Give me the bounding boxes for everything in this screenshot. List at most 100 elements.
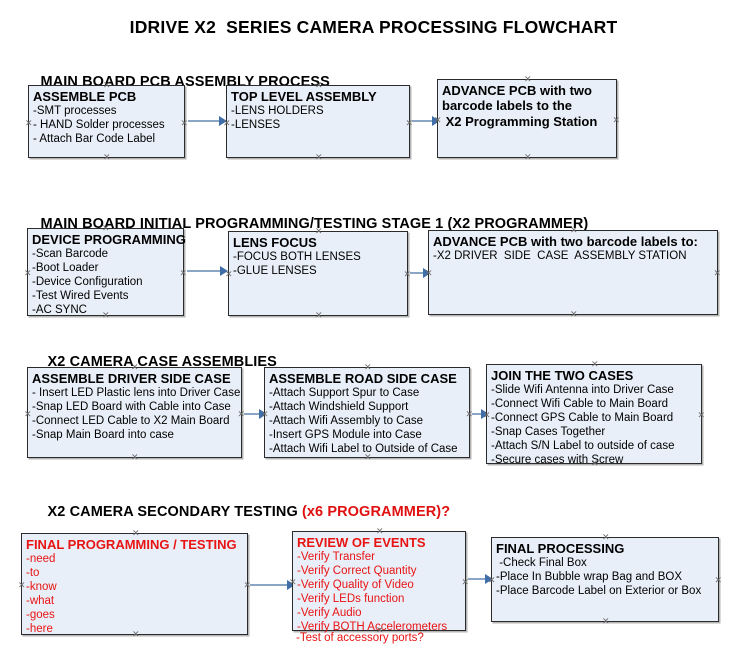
connector-handle-icon[interactable]: ✕ <box>315 226 323 236</box>
connector-handle-icon[interactable]: ✕ <box>376 526 384 536</box>
connector-handle-icon[interactable]: ✕ <box>261 409 269 419</box>
arrow-head-icon <box>423 268 431 278</box>
section-heading-x2-camera-case-assemblies: X2 CAMERA CASE ASSEMBLIES <box>31 338 277 386</box>
connector-handle-icon[interactable]: ✕ <box>591 458 599 468</box>
connector-handle-icon[interactable]: ✕ <box>602 616 610 626</box>
connector-handle-icon[interactable]: ✕ <box>403 269 411 279</box>
connector-handle-icon[interactable]: ✕ <box>179 268 187 278</box>
connector-handle-icon[interactable]: ✕ <box>713 268 721 278</box>
connector-handle-icon[interactable]: ✕ <box>570 309 578 319</box>
node-line: -Scan Barcode <box>32 248 109 260</box>
connector-handle-icon[interactable]: ✕ <box>524 74 532 84</box>
node-title: TOP LEVEL ASSEMBLY <box>231 89 377 104</box>
node-line: -goes <box>26 609 55 621</box>
node-title: LENS FOCUS <box>233 235 317 250</box>
connector-handle-icon[interactable]: ✕ <box>103 152 111 162</box>
connector-handle-icon[interactable]: ✕ <box>405 118 413 128</box>
node-line: -Insert GPS Module into Case <box>269 429 422 441</box>
node-line: -Verify Correct Quantity <box>297 565 417 577</box>
connector-handle-icon[interactable]: ✕ <box>103 80 111 90</box>
connector-handle-icon[interactable]: ✕ <box>364 452 372 462</box>
connector-handle-icon[interactable]: ✕ <box>364 362 372 372</box>
node-line: -Verify Quality of Video <box>297 579 414 591</box>
connector-handle-icon[interactable]: ✕ <box>289 577 297 587</box>
node-title: ADVANCE PCB with two barcode labels to: <box>433 234 698 249</box>
node-assemble-road-side-case[interactable]: ASSEMBLE ROAD SIDE CASE -Attach Support … <box>261 363 473 462</box>
connector-handle-icon[interactable]: ✕ <box>18 580 26 590</box>
arrow-head-icon <box>432 116 440 126</box>
connector-handle-icon[interactable]: ✕ <box>315 310 323 320</box>
node-line: -need <box>26 553 56 565</box>
node-join-the-two-cases[interactable]: JOIN THE TWO CASES -Slide Wifi Antenna i… <box>483 360 705 468</box>
node-final-processing[interactable]: FINAL PROCESSING -Check Final Box -Place… <box>488 533 722 626</box>
node-line: -FOCUS BOTH LENSES <box>233 251 361 263</box>
node-line: -Verify Audio <box>297 607 362 619</box>
node-advance-pcb-to-programming-station[interactable]: ADVANCE PCB with two barcode labels to t… <box>434 75 620 162</box>
node-line: -Attach Support Spur to Case <box>269 387 420 399</box>
connector-handle-icon[interactable]: ✕ <box>612 115 620 125</box>
connector-handle-icon[interactable]: ✕ <box>524 152 532 162</box>
arrow-head-icon <box>481 409 489 419</box>
connector-handle-icon[interactable]: ✕ <box>461 577 469 587</box>
connector-handle-icon[interactable]: ✕ <box>465 409 473 419</box>
node-final-programming-testing[interactable]: FINAL PROGRAMMING / TESTING -need -to -k… <box>18 529 251 639</box>
connector-handle-icon[interactable]: ✕ <box>180 118 188 128</box>
connector-handle-icon[interactable]: ✕ <box>315 152 323 162</box>
connector-handle-icon[interactable]: ✕ <box>24 268 32 278</box>
node-review-of-events[interactable]: REVIEW OF EVENTS -Verify Transfer -Verif… <box>289 527 469 635</box>
node-title: REVIEW OF EVENTS <box>297 535 426 550</box>
node-assemble-driver-side-case[interactable]: ASSEMBLE DRIVER SIDE CASE - Insert LED P… <box>24 363 245 462</box>
node-title: FINAL PROGRAMMING / TESTING <box>26 537 237 552</box>
node-title: FINAL PROCESSING <box>496 541 625 556</box>
connector-handle-icon[interactable]: ✕ <box>132 629 140 639</box>
connector-handle-icon[interactable]: ✕ <box>602 532 610 542</box>
node-device-programming[interactable]: DEVICE PROGRAMMING -Scan Barcode -Boot L… <box>24 224 187 320</box>
connector-handle-icon[interactable]: ✕ <box>102 310 110 320</box>
connector-handle-icon[interactable]: ✕ <box>591 359 599 369</box>
connector-handle-icon[interactable]: ✕ <box>132 528 140 538</box>
connector-handle-icon[interactable]: ✕ <box>714 575 722 585</box>
connector-handle-icon[interactable]: ✕ <box>223 118 231 128</box>
node-advance-pcb-to-driver-side-case-assembly[interactable]: ADVANCE PCB with two barcode labels to: … <box>425 226 721 319</box>
connector-top-level-assembly-to-advance-pcb <box>412 120 437 122</box>
node-line: -Connect GPS Cable to Main Board <box>491 412 674 424</box>
connector-handle-icon[interactable]: ✕ <box>24 409 32 419</box>
node-line: -Secure cases with Screw <box>491 454 624 466</box>
connector-final-programming-to-review-of-events <box>250 584 292 586</box>
connector-handle-icon[interactable]: ✕ <box>483 410 491 420</box>
node-line: X2 Programming Station <box>442 114 598 129</box>
node-top-level-assembly[interactable]: TOP LEVEL ASSEMBLY -LENS HOLDERS -LENSES… <box>223 81 413 162</box>
connector-assemble-pcb-to-top-level-assembly <box>188 120 224 122</box>
connector-handle-icon[interactable]: ✕ <box>315 80 323 90</box>
node-line: -Boot Loader <box>32 262 99 274</box>
connector-handle-icon[interactable]: ✕ <box>376 625 384 635</box>
connector-handle-icon[interactable]: ✕ <box>102 223 110 233</box>
section-heading-x2-camera-secondary-testing: X2 CAMERA SECONDARY TESTING (x6 PROGRAMM… <box>31 488 451 536</box>
node-line: -LENS HOLDERS <box>231 105 324 117</box>
connector-handle-icon[interactable]: ✕ <box>237 409 245 419</box>
arrow-head-icon <box>287 580 295 590</box>
node-line: -X2 DRIVER SIDE CASE ASSEMBLY STATION <box>433 250 687 262</box>
connector-road-side-to-join-cases <box>472 413 486 415</box>
node-line: -LENSES <box>231 119 281 131</box>
connector-handle-icon[interactable]: ✕ <box>243 580 251 590</box>
connector-handle-icon[interactable]: ✕ <box>131 452 139 462</box>
arrow-head-icon <box>219 116 227 126</box>
node-line: -GLUE LENSES <box>233 265 317 277</box>
connector-handle-icon[interactable]: ✕ <box>488 575 496 585</box>
node-lens-focus[interactable]: LENS FOCUS -FOCUS BOTH LENSES -GLUE LENS… <box>225 227 411 320</box>
node-assemble-pcb[interactable]: ASSEMBLE PCB -SMT processes - HAND Solde… <box>25 81 188 162</box>
node-line: -what <box>26 595 55 607</box>
connector-handle-icon[interactable]: ✕ <box>434 115 442 125</box>
connector-handle-icon[interactable]: ✕ <box>425 268 433 278</box>
connector-handle-icon[interactable]: ✕ <box>570 225 578 235</box>
connector-lens-focus-to-advance-pcb <box>410 272 428 274</box>
connector-handle-icon[interactable]: ✕ <box>131 362 139 372</box>
connector-handle-icon[interactable]: ✕ <box>25 118 33 128</box>
connector-handle-icon[interactable]: ✕ <box>225 269 233 279</box>
node-title: ASSEMBLE DRIVER SIDE CASE <box>32 371 231 386</box>
node-line: -Attach S/N Label to outside of case <box>491 440 675 452</box>
node-line: -Attach Wifi Label to Outside of Case <box>269 443 458 455</box>
node-title: JOIN THE TWO CASES <box>491 368 634 383</box>
connector-handle-icon[interactable]: ✕ <box>697 410 705 420</box>
